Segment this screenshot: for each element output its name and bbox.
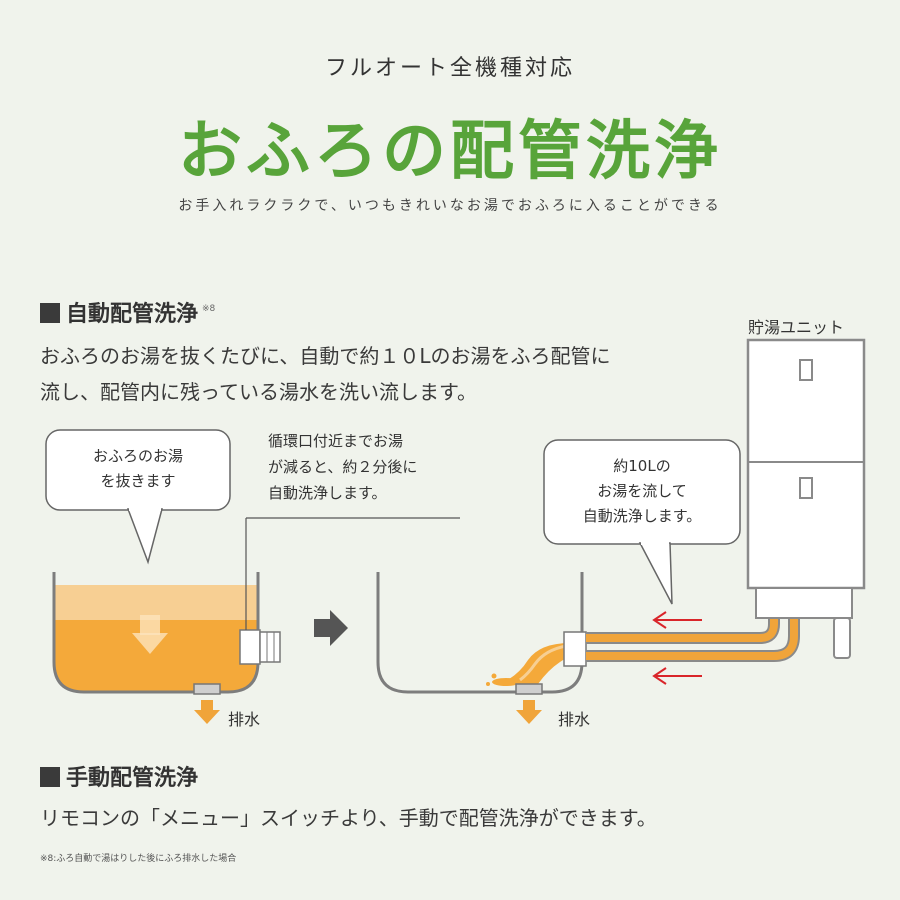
bathtub-empty <box>376 572 587 695</box>
auto-description-line-1: おふろのお湯を抜くたびに、自動で約１０Lのお湯をふろ配管に <box>40 344 611 368</box>
bathtub-full <box>52 572 281 695</box>
square-bullet-icon <box>40 303 60 323</box>
circulation-pipes <box>586 588 800 662</box>
bubble-right-line-2: お湯を流して <box>597 482 687 500</box>
bubble-left <box>45 429 231 565</box>
storage-unit <box>746 338 866 659</box>
next-step-arrow-icon <box>314 610 348 646</box>
bubble-left-line-2: を抜きます <box>100 472 176 490</box>
callout-leader <box>245 517 460 630</box>
page-title: おふろの配管洗浄 <box>178 115 722 189</box>
bubble-right-line-1: 約10Lの <box>613 457 671 475</box>
flow-arrow-bottom-icon <box>652 667 702 685</box>
drain-label-right: 排水 <box>558 710 591 729</box>
drain-arrow-right-icon <box>516 700 542 724</box>
auto-description-line-2: 流し、配管内に残っている湯水を洗い流します。 <box>40 380 477 404</box>
callout-text: 循環口付近までお湯 が減ると、約２分後に 自動洗浄します。 <box>268 428 417 506</box>
auto-section-heading: 自動配管洗浄※8 <box>40 296 215 328</box>
drain-label-left: 排水 <box>228 710 261 729</box>
down-arrow-icon <box>132 615 168 654</box>
manual-section-heading-text: 手動配管洗浄 <box>66 766 199 791</box>
callout-line-1: 循環口付近までお湯 <box>268 432 404 450</box>
tagline: お手入れラクラクで、いつもきれいなお湯でおふろに入ることができる <box>178 198 722 214</box>
header-kicker: フルオート全機種対応 <box>324 56 575 81</box>
auto-section-heading-text: 自動配管洗浄 <box>66 302 199 327</box>
manual-section-description: リモコンの「メニュー」スイッチより、手動で配管洗浄ができます。 <box>40 806 657 830</box>
callout-line-2: が減ると、約２分後に <box>268 458 418 476</box>
square-bullet-icon <box>40 767 60 787</box>
bubble-right <box>543 439 741 605</box>
bubble-left-line-1: おふろのお湯 <box>92 447 183 465</box>
footnote: ※8:ふろ自動で湯はりした後にふろ排水した場合 <box>40 854 237 864</box>
drain-arrow-left-icon <box>194 700 220 724</box>
flow-arrow-top-icon <box>652 611 702 629</box>
auto-section-description: おふろのお湯を抜くたびに、自動で約１０Lのお湯をふろ配管に 流し、配管内に残って… <box>40 338 611 410</box>
storage-unit-label: 貯湯ユニット <box>748 318 845 337</box>
footnote-mark: ※8 <box>202 304 216 314</box>
bubble-left-text: おふろのお湯 を抜きます <box>46 444 230 494</box>
manual-section-heading: 手動配管洗浄 <box>40 760 198 792</box>
bubble-right-text: 約10Lの お湯を流して 自動洗浄します。 <box>544 454 740 529</box>
bubble-right-line-3: 自動洗浄します。 <box>582 507 702 525</box>
callout-line-3: 自動洗浄します。 <box>268 484 387 502</box>
